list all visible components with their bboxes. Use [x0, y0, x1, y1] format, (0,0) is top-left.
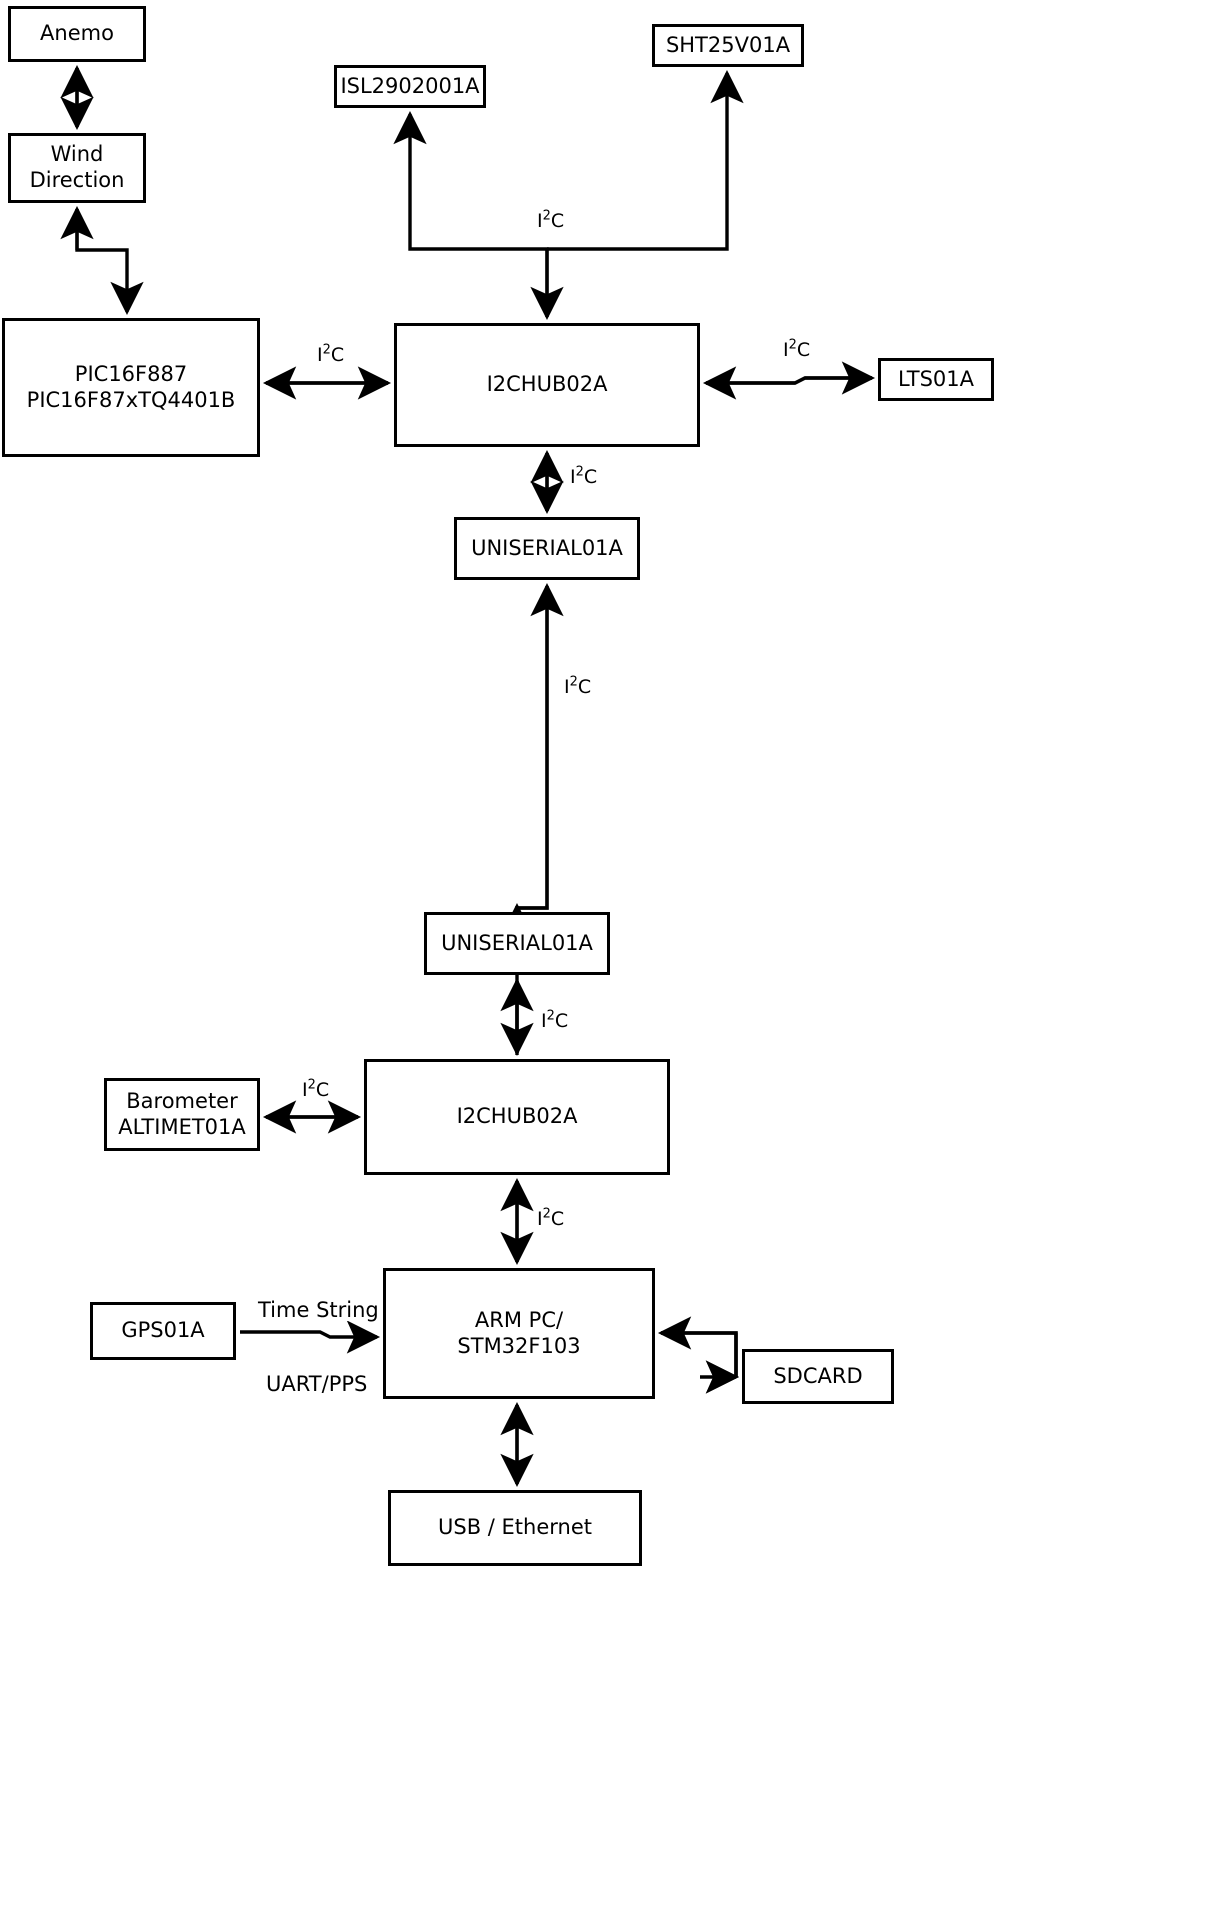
edge-label-sup: 2	[788, 337, 797, 353]
edge-label-i2c-pic-hub: I2C	[314, 342, 348, 366]
edge-label-sup: 2	[542, 208, 551, 224]
edge-label-i2c-hub-lts: I2C	[780, 337, 814, 361]
edge-label-text: I	[570, 466, 576, 488]
edge-label-suffix: C	[550, 1208, 565, 1230]
node-barometer-altimet01a[interactable]: Barometer ALTIMET01A	[104, 1078, 260, 1151]
edge-label-i2c-hub-top-upper: I2C	[534, 208, 568, 232]
edge-label-text: I	[317, 344, 323, 366]
node-uniserial01a-upper[interactable]: UNISERIAL01A	[454, 517, 640, 580]
edge-label-sup: 2	[307, 1077, 316, 1093]
connector-hub-isl	[393, 110, 549, 317]
node-lts01a[interactable]: LTS01A	[878, 358, 994, 401]
node-pic16f887[interactable]: PIC16F887 PIC16F87xTQ4401B	[2, 318, 260, 457]
edge-label-suffix: C	[315, 1079, 330, 1101]
edge-label-text: I	[302, 1079, 308, 1101]
edge-label-text: Time String	[258, 1298, 379, 1322]
edge-label-suffix: C	[550, 210, 565, 232]
edge-label-text: I	[564, 676, 570, 698]
edge-label-sup: 2	[575, 464, 584, 480]
node-uniserial01a-lower[interactable]: UNISERIAL01A	[424, 912, 610, 975]
node-sht25v01a[interactable]: SHT25V01A	[652, 24, 804, 67]
edge-label-i2c-barometer-hub: I2C	[299, 1077, 333, 1101]
connector-uni2-down	[500, 586, 549, 937]
edge-label-i2c-hub-arm: I2C	[534, 1206, 568, 1230]
connector-uni1-up	[515, 582, 564, 1055]
edge-label-text: I	[783, 339, 789, 361]
edge-label-suffix: C	[554, 1010, 569, 1032]
edge-label-text: UART/PPS	[266, 1372, 368, 1396]
node-arm-pc-stm32f103[interactable]: ARM PC/ STM32F103	[383, 1268, 655, 1399]
edge-label-suffix: C	[583, 466, 598, 488]
edge-label-text: I	[537, 210, 543, 232]
edge-label-time-string: Time String	[255, 1300, 382, 1321]
edge-label-text: I	[537, 1208, 543, 1230]
connector-wind-pic-down	[75, 209, 144, 316]
node-isl2902001a[interactable]: ISL2902001A	[334, 65, 486, 108]
edge-label-i2c-hub-uniserial1: I2C	[567, 464, 601, 488]
connector-hub-sht	[547, 69, 744, 251]
edge-label-i2c-uniserial2-hub: I2C	[538, 1008, 572, 1032]
edge-label-sup: 2	[542, 1206, 551, 1222]
edge-label-i2c-uniserial-chain: I2C	[561, 674, 595, 698]
edge-label-sup: 2	[569, 674, 578, 690]
edge-label-suffix: C	[330, 344, 345, 366]
connector-lts-to-hub	[702, 366, 872, 400]
node-usb-ethernet[interactable]: USB / Ethernet	[388, 1490, 642, 1566]
edge-label-suffix: C	[577, 676, 592, 698]
edge-label-sup: 2	[546, 1008, 555, 1024]
node-sdcard[interactable]: SDCARD	[742, 1349, 894, 1404]
node-i2chub02a-bottom[interactable]: I2CHUB02A	[364, 1059, 670, 1175]
edge-label-uart-pps: UART/PPS	[263, 1372, 371, 1396]
edge-label-suffix: C	[796, 339, 811, 361]
connector-arm-sdcard-in	[657, 1316, 738, 1377]
node-anemo[interactable]: Anemo	[8, 6, 146, 62]
connector-arm-sdcard-out	[661, 1331, 738, 1377]
node-wind-direction[interactable]: Wind Direction	[8, 133, 146, 203]
edge-label-sup: 2	[322, 342, 331, 358]
connector-gps-arm	[240, 1320, 381, 1354]
node-i2chub02a-top[interactable]: I2CHUB02A	[394, 323, 700, 447]
edge-label-text: I	[541, 1010, 547, 1032]
node-gps01a[interactable]: GPS01A	[90, 1302, 236, 1360]
